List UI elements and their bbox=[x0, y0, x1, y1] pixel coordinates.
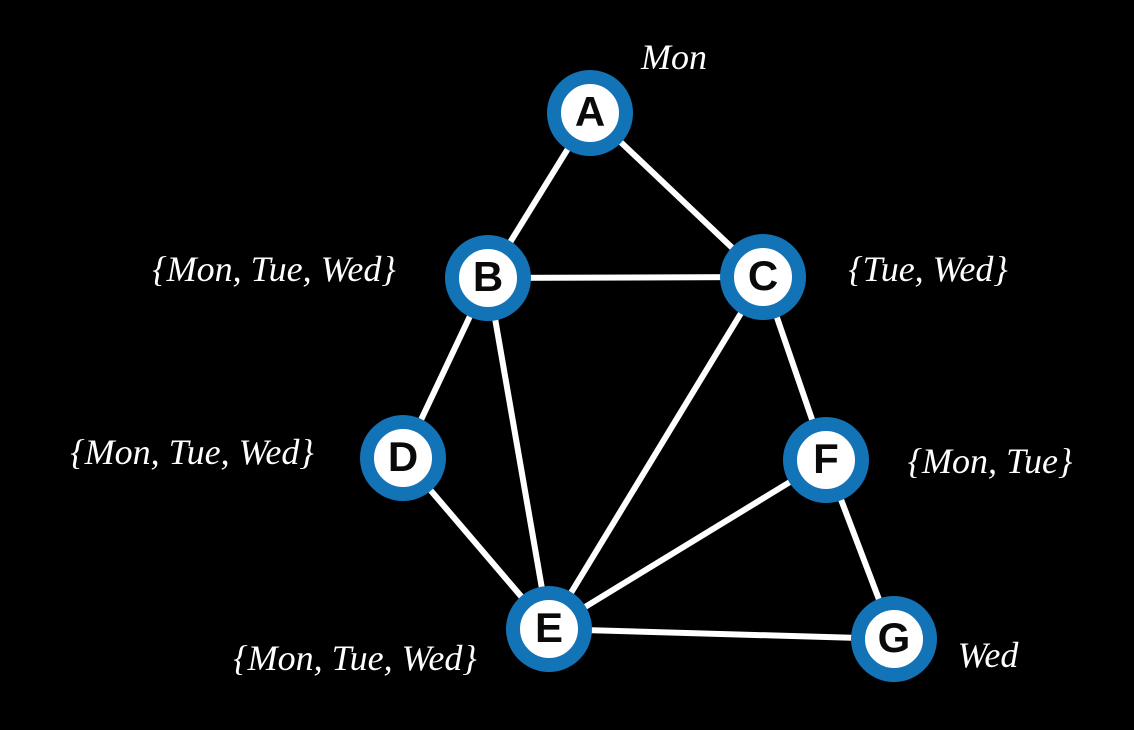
node-G: G bbox=[851, 596, 937, 682]
node-letter-E: E bbox=[534, 604, 563, 651]
node-letter-G: G bbox=[877, 614, 911, 661]
node-letter-A: A bbox=[574, 88, 606, 135]
edge-C-E bbox=[546, 275, 766, 631]
domain-label-C: {Tue, Wed} bbox=[848, 249, 1008, 289]
node-D: D bbox=[360, 415, 446, 501]
edge-E-F bbox=[547, 457, 828, 632]
node-letter-D: D bbox=[387, 433, 419, 480]
domain-label-B: {Mon, Tue, Wed} bbox=[152, 249, 396, 289]
node-A: A bbox=[547, 70, 633, 156]
node-letter-B: B bbox=[472, 253, 504, 300]
edge-E-G bbox=[548, 626, 895, 642]
edge-B-E bbox=[485, 277, 552, 630]
domain-label-E: {Mon, Tue, Wed} bbox=[233, 638, 477, 678]
domain-label-F: {Mon, Tue} bbox=[907, 441, 1073, 481]
node-C: C bbox=[720, 234, 806, 320]
node-B: B bbox=[445, 235, 531, 321]
domain-label-G: Wed bbox=[957, 635, 1019, 675]
node-E: E bbox=[506, 586, 592, 672]
domain-label-A: Mon bbox=[641, 37, 707, 77]
node-letter-C: C bbox=[747, 252, 779, 299]
edge-B-C bbox=[487, 274, 764, 281]
domain-label-D: {Mon, Tue, Wed} bbox=[70, 432, 314, 472]
node-F: F bbox=[783, 417, 869, 503]
node-letter-F: F bbox=[813, 435, 839, 482]
